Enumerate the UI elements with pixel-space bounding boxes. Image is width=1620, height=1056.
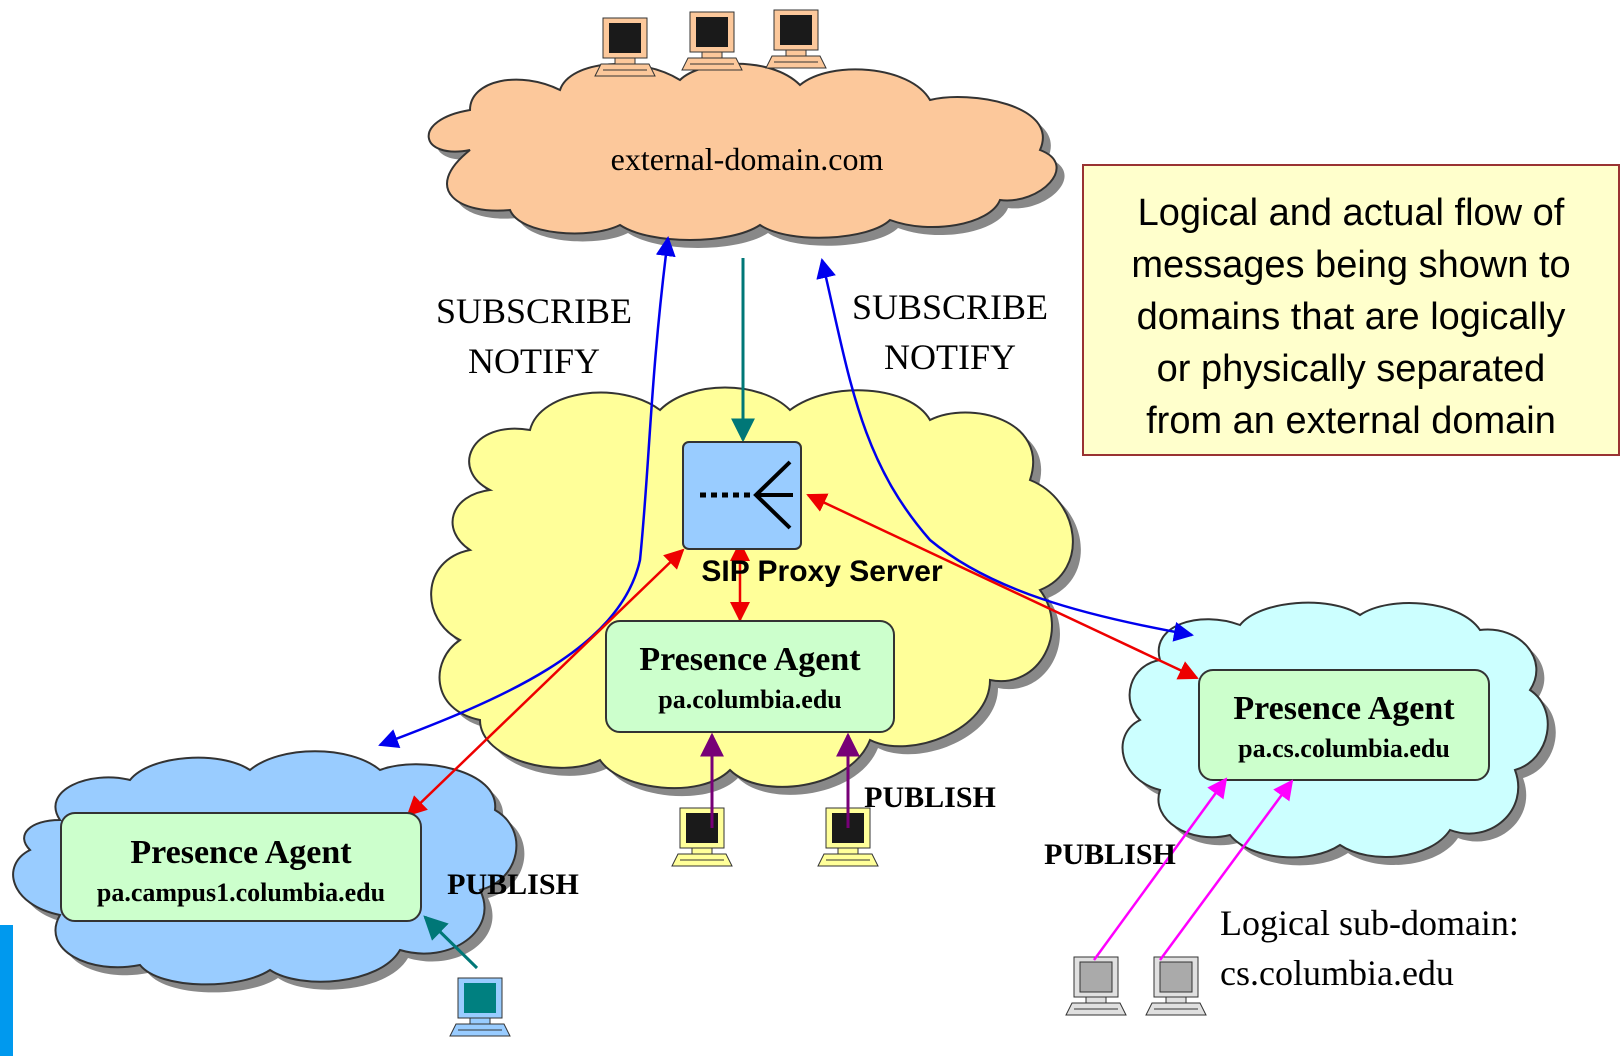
sip-proxy-label: SIP Proxy Server [701, 555, 943, 588]
note-box: Logical and actual flow of messages bein… [1082, 164, 1620, 456]
computer-icon [1065, 956, 1127, 1016]
presence-agent-campus1: Presence Agent pa.campus1.columbia.edu [60, 812, 422, 922]
notify-label-left: NOTIFY [468, 341, 600, 381]
left-accent-bar [0, 925, 13, 1056]
magenta-arrow [1092, 777, 1228, 961]
red-arrow-right [806, 493, 1199, 680]
note-line: or physically separated [1157, 348, 1546, 390]
computer-icon [671, 807, 733, 867]
agent-title: Presence Agent [1233, 690, 1455, 727]
computer-icon [449, 977, 511, 1037]
external-domain-label: external-domain.com [611, 141, 884, 177]
publish-label-cs: PUBLISH [1044, 838, 1176, 871]
publish-arrows [423, 732, 1294, 970]
note-line: from an external domain [1146, 400, 1556, 442]
presence-agent-cs: Presence Agent pa.cs.columbia.edu [1198, 669, 1490, 781]
computer-icon [765, 9, 827, 69]
computer-icon [681, 11, 743, 71]
subscribe-label-left: SUBSCRIBE [436, 291, 632, 331]
agent-host: pa.campus1.columbia.edu [97, 878, 385, 907]
teal-publish-arrow [423, 915, 479, 970]
notify-label-right: NOTIFY [884, 337, 1016, 377]
subscribe-label-right: SUBSCRIBE [852, 287, 1048, 327]
presence-agent-main: Presence Agent pa.columbia.edu [605, 620, 895, 733]
publish-label-campus1: PUBLISH [447, 868, 579, 901]
publish-label-main: PUBLISH [864, 781, 996, 814]
sip-proxy-icon [682, 441, 802, 550]
agent-title: Presence Agent [130, 834, 352, 871]
magenta-arrow [1158, 779, 1294, 961]
agent-host: pa.columbia.edu [658, 685, 842, 714]
red-arrow-left [406, 548, 685, 817]
subdomain-label-line1: Logical sub-domain: [1220, 903, 1519, 943]
external-domain-cloud: external-domain.com [427, 62, 1065, 248]
agent-title: Presence Agent [639, 641, 861, 678]
note-line: Logical and actual flow of [1138, 192, 1565, 234]
computer-icon [594, 17, 656, 77]
computer-icon [1145, 956, 1207, 1016]
subdomain-label-line2: cs.columbia.edu [1220, 953, 1454, 993]
note-line: domains that are logically [1137, 296, 1566, 338]
connector-arrows [378, 236, 1199, 817]
note-line: messages being shown to [1131, 244, 1570, 286]
agent-host: pa.cs.columbia.edu [1238, 734, 1450, 763]
